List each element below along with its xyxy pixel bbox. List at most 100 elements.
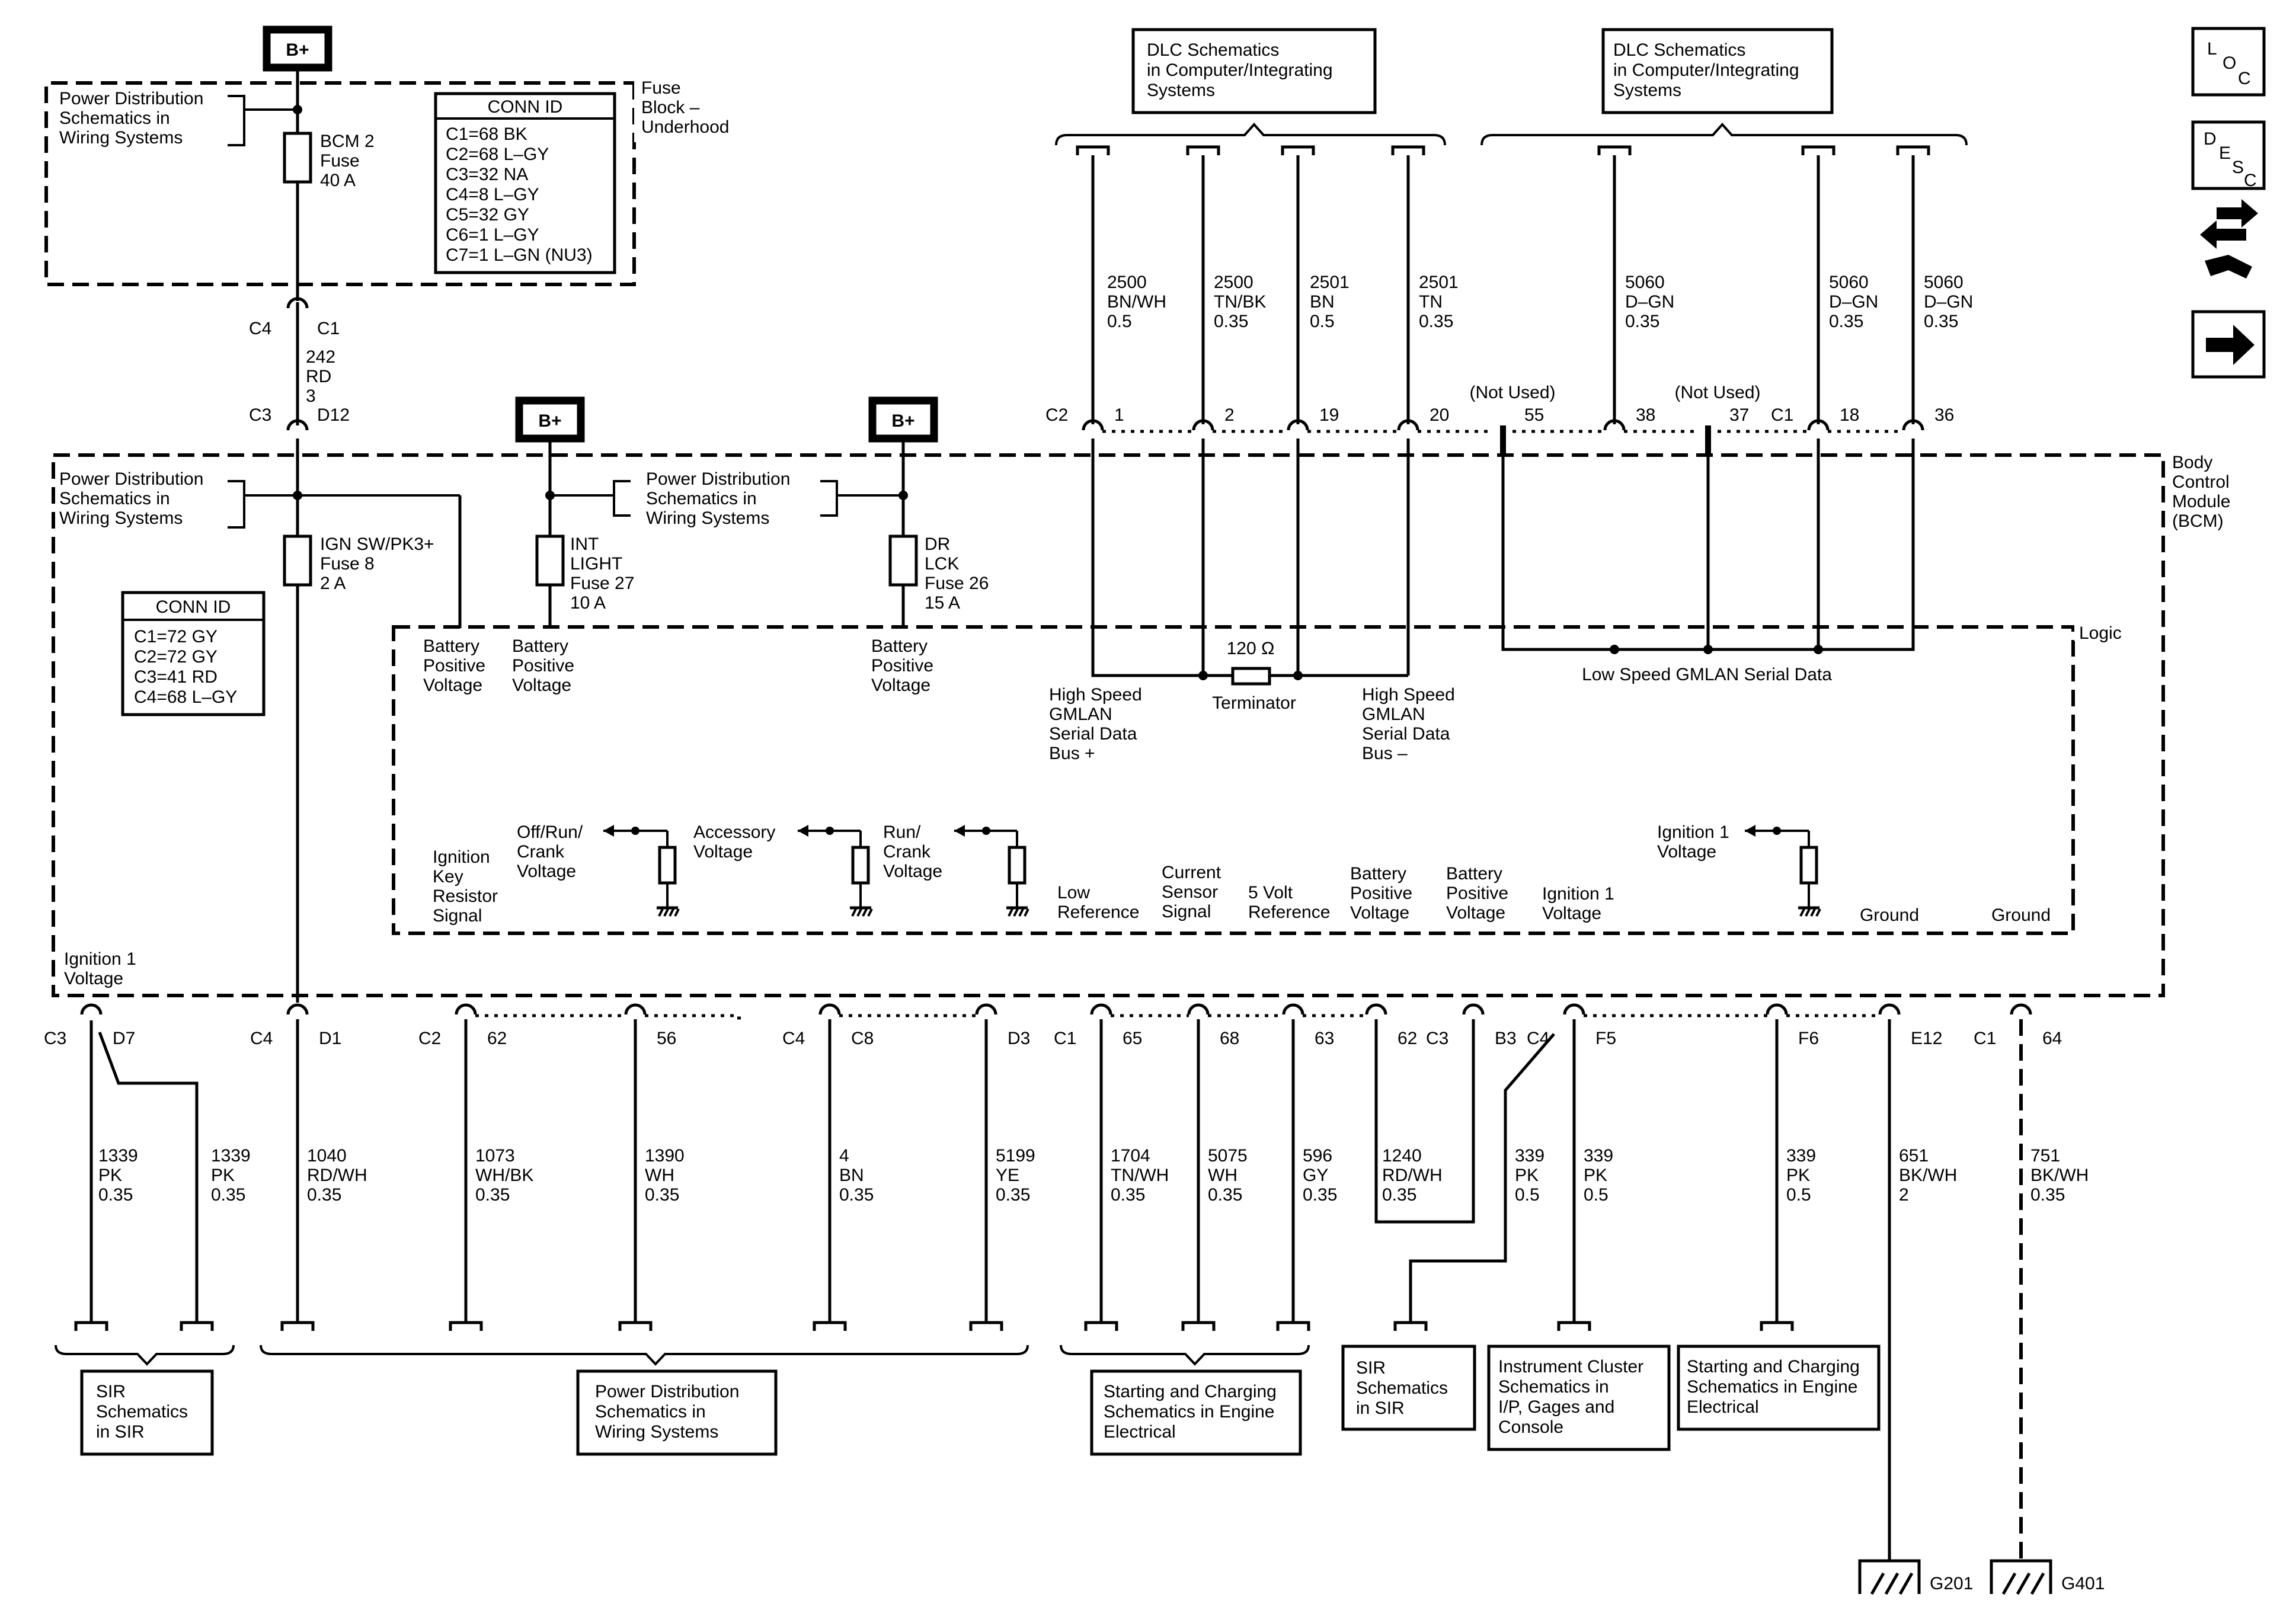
ground-g401-label: G401	[2061, 1574, 2105, 1593]
svg-text:SIR Schematics in: SIR Schematics in SIR	[1356, 1358, 1453, 1418]
conn-id-title-top: CONN ID	[488, 97, 563, 117]
fuse-int-light	[535, 534, 565, 587]
hs-gmlan-plus: High Speed GMLAN Serial Data Bus +	[1049, 685, 1147, 763]
desc-button[interactable]: D E S C	[2191, 120, 2266, 190]
svg-text:Starting and Charging Sc: Starting and Charging Schematics in Engi…	[1104, 1382, 1281, 1442]
terminator-resistor	[1231, 667, 1271, 686]
hs-gmlan-minus: High Speed GMLAN Serial Data Bus –	[1362, 685, 1460, 763]
top-pin-label-20: 20	[1430, 405, 1449, 425]
bottom-cap-2380	[1393, 1321, 1428, 1331]
current-sensor-label: Current Sensor Signal	[1162, 863, 1226, 921]
bottom-pin-8: 68	[1220, 1029, 1239, 1048]
bottom-conn-label-0: C3	[44, 1029, 66, 1048]
top-wire-cap-36	[1896, 145, 1930, 155]
bottom-pin-11: B3	[1495, 1029, 1517, 1048]
loc-button[interactable]: L O C	[2191, 27, 2266, 97]
pd-ref-bcm-left: Power Distribution Schematics in Wiring …	[59, 469, 209, 528]
pullup-accessory	[851, 846, 870, 885]
top-conn-pin-18	[1807, 419, 1830, 431]
top-pin-label-19: 19	[1319, 405, 1339, 425]
bottom-conn-16	[2010, 1003, 2032, 1015]
bottom-conn-13	[1563, 1003, 1585, 1015]
ground-g201-label: G201	[1930, 1574, 1973, 1593]
pullup-ign1-right	[1799, 846, 1818, 885]
bottom-cap-1858	[1084, 1321, 1118, 1331]
ground-label-1: Ground	[1860, 905, 1919, 925]
ref-box-instrument	[1487, 1345, 1671, 1451]
fuse-int-light-label: INT LIGHT Fuse 27 10 A	[570, 534, 639, 613]
top-conn-pin-20	[1397, 419, 1419, 431]
bottom-conn-15	[1878, 1003, 1901, 1015]
brace-dlc-2	[1480, 122, 1968, 146]
low-ref-label: Low Reference	[1057, 883, 1139, 922]
svg-text:DLC Schematics in Comput: DLC Schematics in Computer/Integrating S…	[1147, 40, 1338, 100]
bottom-references: SIR Schematics in SIR Power Distribution…	[55, 1345, 1881, 1456]
svg-text:B+: B+	[538, 411, 561, 431]
pd-ref-top: Power Distribution Schematics in Wiring …	[59, 89, 209, 148]
svg-text:O: O	[2223, 53, 2236, 73]
legend-icons: L O C D E S C	[2191, 27, 2266, 379]
pd-ref-bcm-mid: Power Distribution Schematics in Wiring …	[646, 469, 795, 528]
pullup-run-crank	[1008, 846, 1027, 885]
svg-text:Power Distribution Schem: Power Distribution Schematics in Wiring …	[595, 1382, 744, 1442]
brace-power-dist	[260, 1345, 1029, 1366]
bottom-cap-1400	[813, 1321, 847, 1331]
bottom-conn-2	[286, 1003, 309, 1015]
bottom-conn-7	[1090, 1003, 1112, 1015]
bottom-cap-2182	[1276, 1321, 1310, 1331]
connector-c3-d12	[286, 419, 309, 431]
conn-id-table-bcm	[121, 591, 266, 716]
bottom-pin-13: F5	[1595, 1029, 1616, 1048]
ign1-label-mid: Ignition 1 Voltage	[1542, 884, 1619, 923]
feed-wire-242: C4 C1 242 RD 3 C3 D12	[249, 297, 350, 431]
svg-text:C3: C3	[249, 405, 271, 425]
fuse-bcm2	[283, 132, 312, 184]
bottom-cap-1664	[969, 1321, 1003, 1331]
fuse-ign-sw-label: IGN SW/PK3+ Fuse 8 2 A	[320, 534, 439, 593]
off-run-crank-label: Off/Run/ Crank Voltage	[517, 822, 588, 881]
fuse-block-underhood: B+ Fuse Block – Underhood Power Distribu…	[44, 25, 765, 301]
bottom-conn-8	[1187, 1003, 1210, 1015]
logic-label: Logic	[2079, 623, 2122, 643]
dlc-ref-box-2	[1601, 28, 1834, 114]
ign1-label-left: Ignition 1 Voltage	[64, 949, 141, 988]
top-wire-cap-18	[1801, 145, 1835, 155]
svg-text:D: D	[2204, 129, 2217, 149]
top-conn-pin-36	[1902, 419, 1924, 431]
ground-g201-symbol	[1858, 1559, 1921, 1595]
svg-text:E: E	[2219, 143, 2231, 163]
bottom-cap-1072	[618, 1321, 653, 1331]
ref-box-sir-1	[80, 1369, 214, 1456]
bottom-cap-2998	[1760, 1321, 1794, 1331]
top-wire-cap-19	[1281, 145, 1315, 155]
fuse-block-name: Fuse Block – Underhood	[641, 78, 729, 137]
next-page-arrow-icon[interactable]	[2191, 310, 2266, 379]
top-wire-cap-1	[1076, 145, 1110, 155]
dlc-references: DLC Schematics in Computer/Integrating S…	[1055, 28, 1968, 146]
svg-text:DLC Schematics in Comput: DLC Schematics in Computer/Integrating S…	[1613, 40, 1804, 100]
bottom-conn-label-11: C3	[1426, 1029, 1448, 1048]
ref-box-power-dist	[576, 1369, 778, 1456]
batt-pos-label-5: Battery Positive Voltage	[1446, 864, 1513, 923]
svg-text:C4: C4	[249, 319, 271, 338]
connector-swap-icon[interactable]	[2200, 199, 2258, 279]
top-conn-pin-38	[1603, 419, 1626, 431]
ground-label-2: Ground	[1991, 905, 2051, 925]
bottom-cap-2656	[1557, 1321, 1591, 1331]
special-routing	[98, 1016, 1555, 1323]
connector-c4-c1	[286, 297, 309, 309]
bottom-conn-label-3: C2	[418, 1029, 441, 1048]
